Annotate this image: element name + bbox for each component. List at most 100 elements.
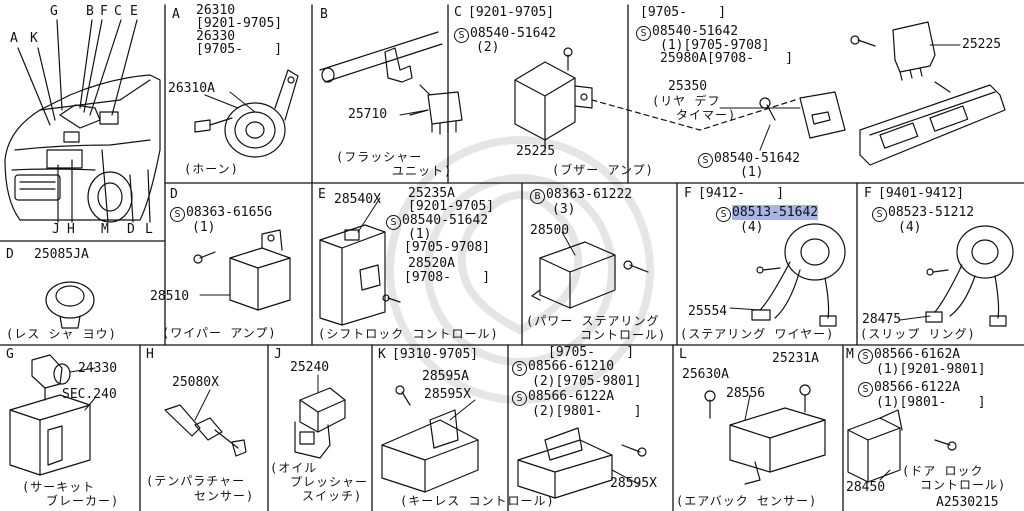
panel-l-part3[interactable]: 28556 (726, 386, 766, 401)
panel-e-part3[interactable]: 28520A (408, 256, 455, 271)
bolt-type-mark: S (512, 391, 527, 406)
panel-e-letter: E (318, 187, 326, 202)
panel-c2-part-b[interactable]: 25225 (962, 37, 1002, 52)
diagram-id: A2530215 (936, 495, 999, 510)
panel-g-sec[interactable]: SEC.240 (62, 387, 117, 402)
oil-pressure-switch-drawing (294, 387, 346, 459)
overview-letter-d: D (127, 222, 135, 237)
panel-e-bolt-qty: (1) (408, 227, 432, 242)
panel-k2-part[interactable]: 28595X (610, 476, 657, 491)
panel-pw-part[interactable]: 28500 (530, 223, 570, 238)
bolt-type-mark: S (872, 207, 887, 222)
panel-j-caption1: (オイル (270, 461, 318, 475)
panel-g-caption2: ブレーカー) (46, 494, 120, 508)
panel-d1-caption: (ワイパー アンプ) (162, 326, 277, 340)
grommet-drawing (45, 281, 95, 329)
panel-k2-bolt2-qty: (2)[9801- ] (532, 404, 642, 419)
panel-c-bolt-qty: (2) (476, 40, 500, 55)
panel-k-part2[interactable]: 28595X (424, 387, 471, 402)
leader-lines (69, 44, 961, 486)
panel-pw-caption2: コントロール) (580, 328, 667, 342)
panel-pw-caption1: (パワー ステアリング (526, 314, 660, 328)
panel-l-caption: (エアバック センサー) (676, 494, 818, 508)
panel-c2-caption1: (リヤ デフ (652, 94, 721, 108)
panel-c2-part-c[interactable]: 25350 (668, 79, 708, 94)
panel-d1-part[interactable]: 28510 (150, 289, 190, 304)
panel-e-part2[interactable]: 25235A (408, 186, 455, 201)
airbag-sensor-drawing (704, 384, 826, 485)
panel-c2-bolt1-qty: (1)[9705-9708] (660, 38, 770, 53)
overview-letter-a: A (10, 31, 18, 46)
panel-borders (0, 4, 1024, 511)
panel-k2-bolt1-qty: (2)[9705-9801] (532, 374, 642, 389)
panel-e-bolt-range: [9705-9708] (404, 240, 491, 255)
panel-f2-bolt-qty: (4) (898, 220, 922, 235)
vehicle-overview-drawing (4, 19, 161, 223)
panel-a-caption: (ホーン) (184, 162, 239, 176)
panel-a-part2[interactable]: 26330 (196, 29, 236, 44)
panel-c-part[interactable]: 25225 (516, 144, 556, 159)
panel-c2-part-a[interactable]: 25980A[9708- ] (660, 51, 794, 66)
panel-a-part2-range: [9705- ] (196, 42, 283, 57)
overview-letter-b: B (86, 4, 94, 19)
rear-defog-timer-drawing (759, 21, 1006, 166)
panel-l-part1[interactable]: 25630A (682, 367, 729, 382)
panel-k-letter: K (378, 347, 386, 362)
panel-c2-caption2: タイマー) (676, 108, 737, 122)
panel-pw-bolt-qty: (3) (552, 202, 576, 217)
panel-f1-letter: F (684, 186, 692, 201)
panel-m-letter: M (846, 347, 854, 362)
panel-m-part[interactable]: 28450 (846, 480, 886, 495)
panel-j-letter: J (274, 347, 282, 362)
overview-letter-j: J (52, 222, 60, 237)
panel-j-part[interactable]: 25240 (290, 360, 330, 375)
panel-l-part2[interactable]: 25231A (772, 351, 819, 366)
bolt-type-mark: S (716, 207, 731, 222)
panel-c2-bolt2-qty: (1) (740, 165, 764, 180)
horn-drawing (194, 69, 299, 158)
panel-b-part[interactable]: 25710 (348, 107, 388, 122)
panel-a-bolt[interactable]: 26310A (168, 81, 215, 96)
panel-f1-part[interactable]: 25554 (688, 304, 728, 319)
overview-letter-c: C (114, 4, 122, 19)
panel-g-part[interactable]: 24330 (78, 361, 118, 376)
panel-d2-letter: D (6, 247, 14, 262)
panel-m-caption2: コントロール) (920, 478, 1007, 492)
panel-a-part1-range: [9201-9705] (196, 16, 283, 31)
shift-lock-control-drawing (319, 224, 401, 326)
panel-f2-letter: F (864, 186, 872, 201)
panel-f1-range: [9412- ] (698, 186, 785, 201)
panel-a-part1[interactable]: 26310 (196, 3, 236, 18)
panel-f1-bolt-qty: (4) (740, 220, 764, 235)
panel-f2-part[interactable]: 28475 (862, 312, 902, 327)
door-lock-control-drawing (847, 409, 957, 483)
panel-c-letter: C (454, 5, 462, 20)
panel-k-part1[interactable]: 28595A (422, 369, 469, 384)
bolt-type-mark: S (858, 349, 873, 364)
overview-letter-f: F (100, 4, 108, 19)
panel-k-caption: (キーレス コントロール) (400, 494, 555, 508)
panel-b-caption1: (フラッシャー (336, 150, 423, 164)
panel-h-part[interactable]: 25080X (172, 375, 219, 390)
panel-e-caption: (シフトロック コントロール) (318, 327, 499, 341)
panel-b-caption2: ユニット) (392, 164, 453, 178)
panel-h-letter: H (146, 347, 154, 362)
panel-f2-caption: (スリップ リング) (860, 327, 976, 341)
temperature-sensor-drawing (164, 404, 247, 457)
panel-d2-part[interactable]: 25085JA (34, 247, 89, 262)
panel-e-part1[interactable]: 28540X (334, 192, 381, 207)
circuit-breaker-drawing (9, 354, 91, 476)
